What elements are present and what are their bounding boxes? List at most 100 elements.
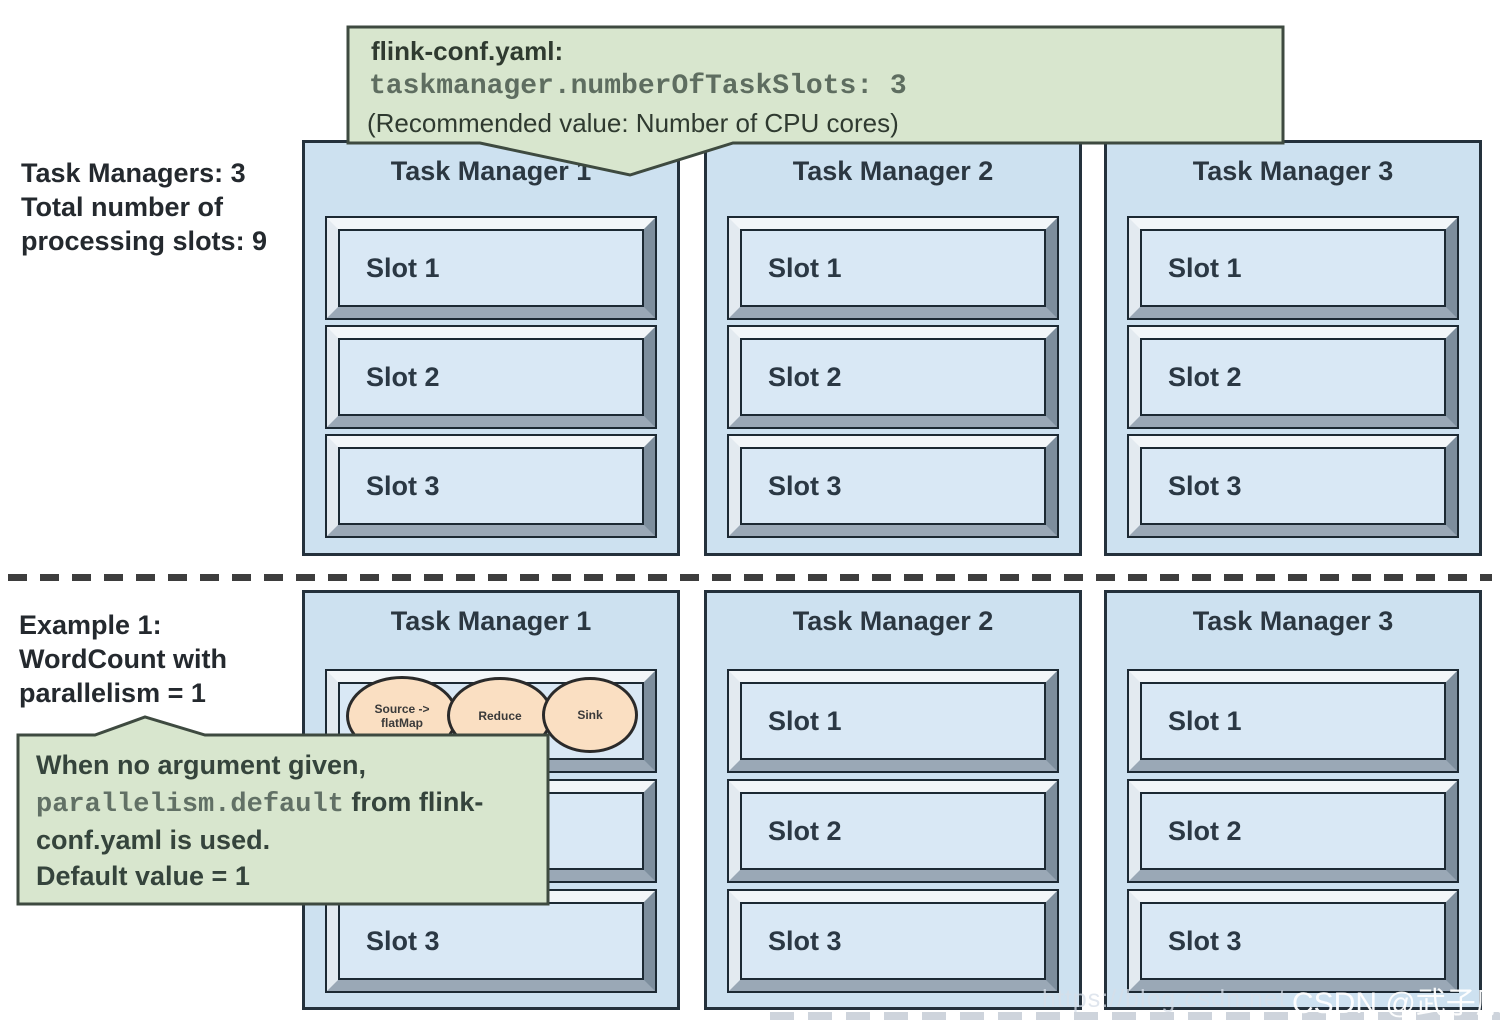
slot-bevel: Slot 2: [327, 327, 655, 427]
slot: Slot 2: [1127, 779, 1459, 883]
slot: Slot 2: [727, 779, 1059, 883]
example-note-line-3: conf.yaml is used.: [36, 825, 271, 855]
slot-face: Slot 2: [740, 338, 1046, 416]
watermark-url-text: https://blog.csdn.net: [1042, 985, 1287, 1013]
slot: Slot 2: [1127, 325, 1459, 429]
cluster-summary-line-3: processing slots: 9: [21, 226, 268, 256]
slot-label: Slot 3: [366, 470, 440, 501]
task-manager-box-bottom-2: Task Manager 2 Slot 1 Slot 2 Slot 3: [704, 590, 1082, 1010]
slot-bevel: Slot 1: [729, 671, 1057, 771]
example-note-line-4: Default value = 1: [36, 861, 250, 891]
slot: Slot 2: [325, 325, 657, 429]
example-note-code: parallelism.default: [36, 790, 344, 820]
example-summary-line-3: parallelism = 1: [19, 678, 206, 708]
slot-face: Slot 1: [338, 229, 644, 307]
slot-label: Slot 3: [768, 925, 842, 956]
task-manager-title: Task Manager 3: [1192, 156, 1394, 186]
slot: Slot 3: [325, 434, 657, 538]
slot-face: Slot 1: [1140, 229, 1446, 307]
slot-bevel: Slot 1: [1129, 218, 1457, 318]
slot-face: Slot 2: [338, 338, 644, 416]
slot-label: Slot 3: [768, 470, 842, 501]
cluster-summary-line-1: Task Managers: 3: [21, 158, 246, 188]
slot: Slot 2: [727, 325, 1059, 429]
task-manager-box-top-2: Task Manager 2 Slot 1 Slot 2 Slot 3: [704, 140, 1082, 556]
slot-bevel: Slot 3: [1129, 891, 1457, 991]
task-label-line: Reduce: [478, 708, 522, 723]
example-note-callout: When no argument given, parallelism.defa…: [15, 710, 555, 910]
task-manager-box-top-3: Task Manager 3 Slot 1 Slot 2 Slot 3: [1104, 140, 1482, 556]
slot: Slot 3: [1127, 434, 1459, 538]
slot-face: Slot 3: [1140, 902, 1446, 980]
config-note-hint: (Recommended value: Number of CPU cores): [367, 108, 899, 138]
slot-face: Slot 1: [740, 229, 1046, 307]
slot-face: Slot 3: [338, 902, 644, 980]
callout-bubble-shape: [346, 25, 1285, 177]
slot-face: Slot 3: [740, 902, 1046, 980]
cluster-summary-line-2: Total number of: [21, 192, 223, 222]
slot-label: Slot 1: [1168, 252, 1242, 283]
slot-bevel: Slot 3: [729, 436, 1057, 536]
slot-face: Slot 3: [740, 447, 1046, 525]
slot: Slot 1: [1127, 669, 1459, 773]
slot-bevel: Slot 2: [729, 327, 1057, 427]
task-manager-box-bottom-3: Task Manager 3 Slot 1 Slot 2 Slot 3: [1104, 590, 1482, 1010]
example-summary-text: Example 1: WordCount with parallelism = …: [19, 608, 227, 710]
slot: Slot 3: [1127, 889, 1459, 993]
section-divider-dashed: [8, 574, 1492, 581]
example-note-line-2: parallelism.default from flink-: [36, 787, 483, 820]
cluster-summary-text: Task Managers: 3 Total number of process…: [21, 156, 267, 258]
slot-bevel: Slot 3: [327, 436, 655, 536]
task-manager-title: Task Manager 3: [1192, 606, 1394, 636]
example-summary-line-2: WordCount with: [19, 644, 227, 674]
task-ellipse-sink: Sink: [542, 677, 638, 753]
slot-bevel: Slot 1: [1129, 671, 1457, 771]
slot-label: Slot 3: [1168, 470, 1242, 501]
slot-bevel: Slot 2: [1129, 781, 1457, 881]
slot-label: Slot 1: [366, 252, 440, 283]
slot-face: Slot 1: [740, 682, 1046, 760]
example-note-line-1: When no argument given,: [36, 750, 367, 780]
task-manager-title: Task Manager 1: [390, 606, 592, 636]
slot: Slot 1: [727, 669, 1059, 773]
task-label-line: flatMap: [381, 716, 423, 730]
slot-bevel: Slot 2: [729, 781, 1057, 881]
task-manager-title: Task Manager 2: [792, 606, 994, 636]
slot-face: Slot 1: [1140, 682, 1446, 760]
slot-face: Slot 3: [1140, 447, 1446, 525]
slot-face: Slot 2: [740, 792, 1046, 870]
slot-face: Slot 2: [1140, 338, 1446, 416]
slot: Slot 3: [727, 434, 1059, 538]
example-note-line-2-rest: from flink-: [343, 787, 484, 817]
slot-label: Slot 2: [366, 361, 440, 392]
task-label-line: Source ->: [374, 702, 430, 716]
slot-bevel: Slot 1: [729, 218, 1057, 318]
config-note-title: flink-conf.yaml:: [371, 36, 564, 66]
callout-bubble-path: [346, 25, 1285, 177]
slot: Slot 1: [727, 216, 1059, 320]
slot-label: Slot 2: [768, 361, 842, 392]
slot-bevel: Slot 3: [729, 891, 1057, 991]
config-note-code: taskmanager.numberOfTaskSlots: 3: [369, 71, 907, 102]
callout-bubble-shape: [16, 715, 550, 906]
slot-label: Slot 2: [1168, 361, 1242, 392]
slot-bevel: Slot 1: [327, 218, 655, 318]
task-label-line: Sink: [577, 708, 603, 722]
task-manager-box-top-1: Task Manager 1 Slot 1 Slot 2 Slot 3: [302, 140, 680, 556]
slot-label: Slot 1: [768, 705, 842, 736]
slot-label: Slot 1: [1168, 705, 1242, 736]
slot-label: Slot 2: [768, 815, 842, 846]
example-summary-line-1: Example 1:: [19, 610, 162, 640]
callout-bubble-path: [16, 715, 550, 906]
slot-label: Slot 2: [1168, 815, 1242, 846]
slot: Slot 1: [1127, 216, 1459, 320]
slot-bevel: Slot 2: [1129, 327, 1457, 427]
slot-bevel: Slot 3: [1129, 436, 1457, 536]
config-note-callout: flink-conf.yaml: taskmanager.numberOfTas…: [345, 24, 1290, 180]
watermark-csdn-text: CSDN @武子康: [1292, 987, 1500, 1020]
slot-label: Slot 3: [366, 925, 440, 956]
slot-face: Slot 2: [1140, 792, 1446, 870]
slot: Slot 3: [727, 889, 1059, 993]
slot-face: Slot 3: [338, 447, 644, 525]
